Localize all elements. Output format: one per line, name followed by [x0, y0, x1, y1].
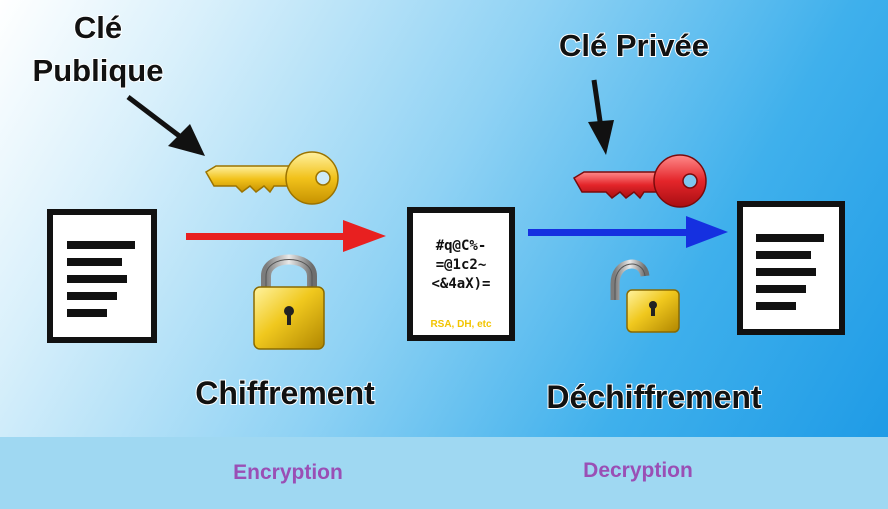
public-key-icon [204, 151, 339, 205]
cipher-line: <&4aX)= [431, 276, 490, 292]
encryption-arrow-icon [186, 220, 386, 252]
pointer-arrow-icon [126, 95, 205, 156]
public-key-label-line2: Publique [33, 53, 164, 88]
footer-bar [0, 437, 888, 509]
cipher-line: #q@C%- [436, 238, 487, 254]
decryption-arrow-icon [528, 216, 728, 248]
padlock-open-icon [610, 259, 680, 333]
private-key-label: Clé Privée [559, 28, 709, 63]
plaintext-document-icon [47, 209, 157, 343]
decryption-process-label: Déchiffrement [546, 379, 762, 415]
private-key-icon [572, 154, 707, 208]
pointer-arrow-icon [588, 79, 614, 155]
footer-decryption-label: Decryption [583, 459, 693, 482]
encryption-process-label: Chiffrement [195, 375, 375, 411]
cipher-line: =@1c2~ [436, 257, 487, 273]
public-key-label-line1: Clé [74, 10, 122, 45]
algorithm-label: RSA, DH, etc [430, 319, 492, 330]
footer-encryption-label: Encryption [233, 461, 343, 484]
ciphertext-document-icon: #q@C%- =@1c2~ <&4aX)= RSA, DH, etc [407, 207, 515, 341]
decrypted-document-icon [737, 201, 845, 335]
padlock-closed-icon [253, 254, 325, 350]
